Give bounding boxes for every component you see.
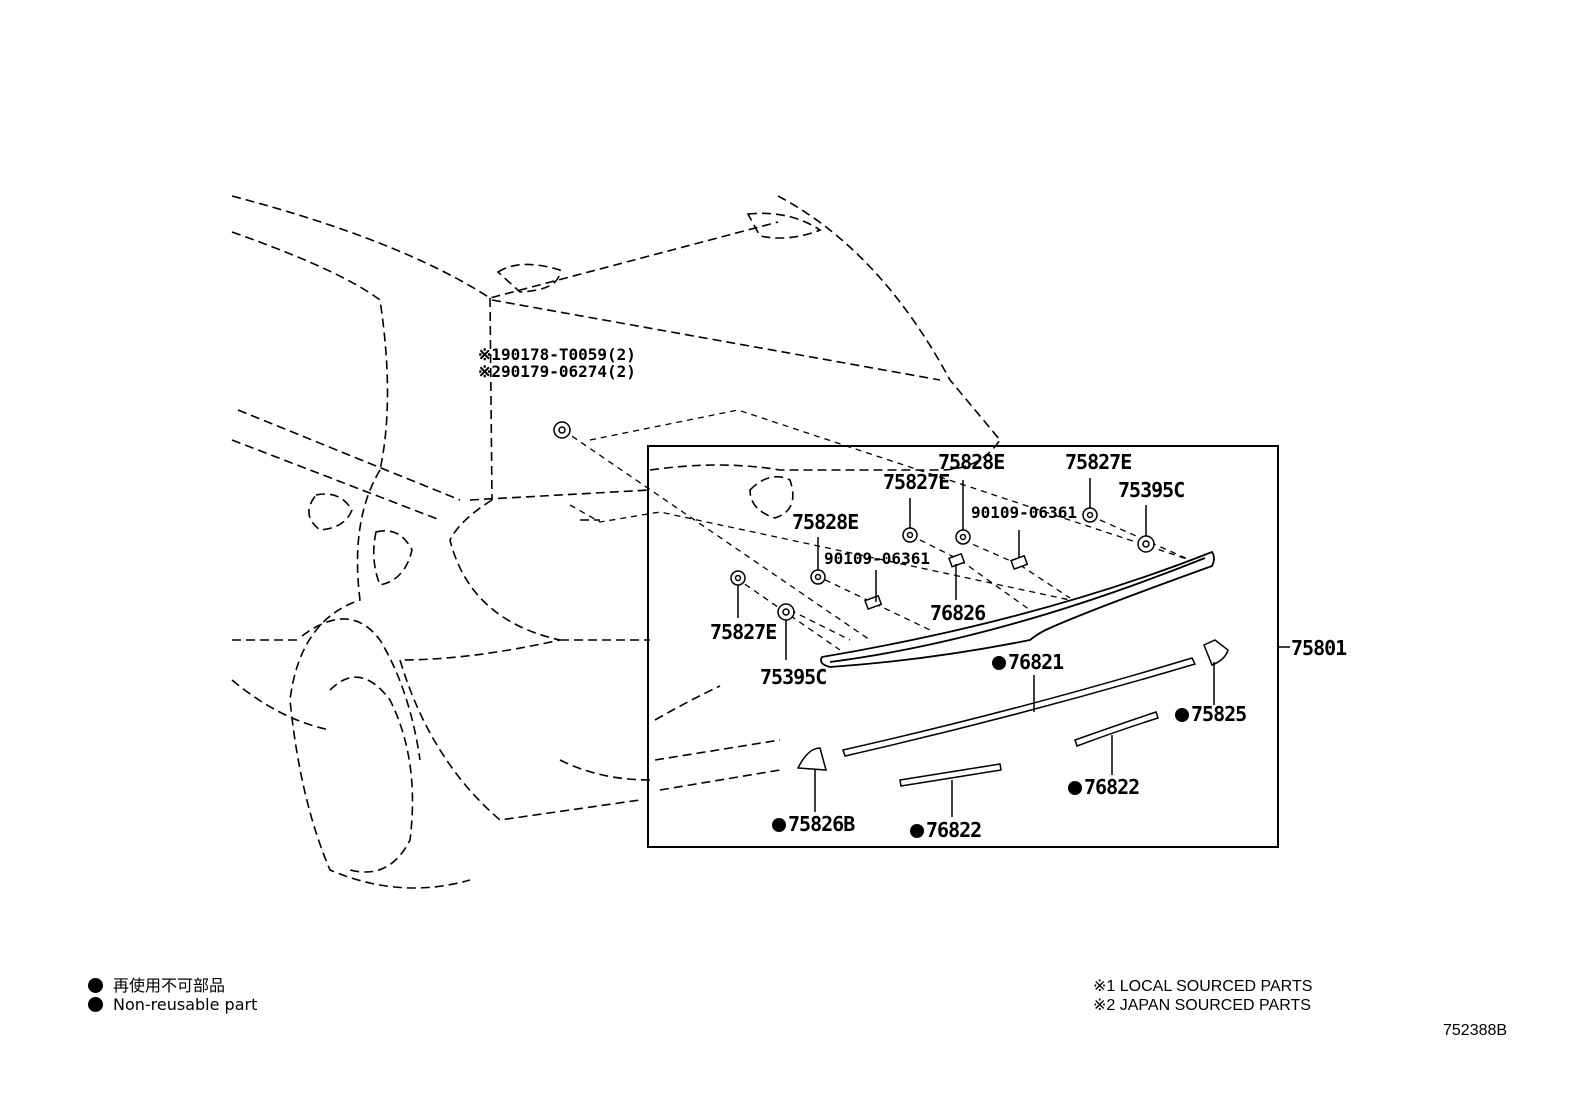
legend-jp: 再使用不可部品	[88, 972, 225, 996]
label-note1-part: ※190178-T0059(2)	[478, 345, 636, 364]
label-76822-left: 76822	[910, 818, 982, 842]
label-note2-part: ※290179-06274(2)	[478, 362, 636, 381]
vehicle-outline	[231, 195, 1001, 889]
note-japan-sourced: ※2 JAPAN SOURCED PARTS	[1093, 997, 1311, 1014]
label-76826: 76826	[930, 601, 986, 625]
end-cap-75826B	[796, 747, 828, 771]
label-75827E-topright: 75827E	[1065, 450, 1132, 474]
label-76821: 76821	[992, 650, 1064, 674]
non-reusable-dot-icon	[1068, 781, 1082, 795]
non-reusable-dot-icon	[772, 818, 786, 832]
non-reusable-dot-icon	[910, 824, 924, 838]
label-76822-right: 76822	[1068, 775, 1140, 799]
label-75801: 75801	[1291, 636, 1347, 660]
note-local-sourced: ※1 LOCAL SOURCED PARTS	[1093, 978, 1313, 995]
molding-strip-76821	[842, 657, 1197, 757]
non-reusable-dot-icon	[88, 997, 103, 1012]
rear-spoiler-molding	[820, 550, 1215, 668]
label-75826B: 75826B	[772, 812, 855, 836]
label-75828E-left: 75828E	[792, 510, 859, 534]
label-75827E-left: 75827E	[710, 620, 777, 644]
non-reusable-dot-icon	[88, 978, 103, 993]
label-75395C-right: 75395C	[1118, 478, 1185, 502]
molding-strip-76822-right	[1074, 711, 1159, 747]
label-75828E-top: 75828E	[938, 450, 1005, 474]
non-reusable-dot-icon	[1175, 708, 1189, 722]
label-90109-left: 90109-06361	[824, 549, 930, 568]
end-cap-75825	[1203, 639, 1229, 666]
non-reusable-dot-icon	[992, 656, 1006, 670]
label-75395C-left: 75395C	[760, 665, 827, 689]
label-leaders	[737, 478, 1290, 817]
molding-strip-76822-left	[899, 763, 1002, 787]
legend-en: Non-reusable part	[88, 995, 257, 1014]
label-90109-right: 90109-06361	[971, 503, 1077, 522]
diagram-id: 752388B	[1443, 1022, 1508, 1039]
label-75825: 75825	[1175, 702, 1247, 726]
label-75827E-mid: 75827E	[883, 470, 950, 494]
